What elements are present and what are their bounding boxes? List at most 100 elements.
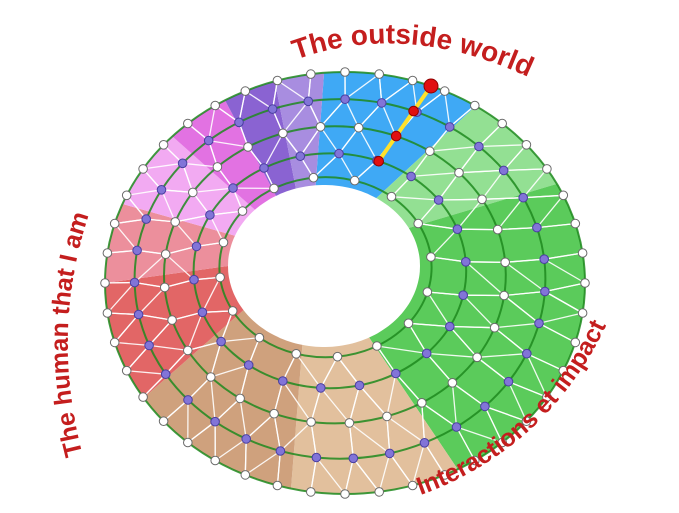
node[interactable] bbox=[382, 411, 392, 422]
node[interactable] bbox=[372, 341, 382, 351]
node[interactable] bbox=[254, 332, 265, 343]
node[interactable] bbox=[407, 480, 418, 491]
node[interactable] bbox=[492, 224, 503, 235]
node[interactable] bbox=[340, 67, 350, 77]
node[interactable] bbox=[121, 365, 132, 376]
node[interactable] bbox=[521, 140, 532, 150]
node[interactable] bbox=[167, 315, 177, 325]
node[interactable] bbox=[417, 398, 427, 408]
sector-tan-dark[interactable] bbox=[143, 310, 303, 489]
node[interactable] bbox=[477, 194, 487, 205]
node[interactable] bbox=[419, 438, 430, 448]
node[interactable] bbox=[452, 224, 463, 234]
node[interactable] bbox=[354, 380, 365, 391]
node[interactable] bbox=[141, 214, 151, 224]
node[interactable] bbox=[183, 345, 193, 356]
node[interactable] bbox=[580, 278, 590, 288]
node[interactable] bbox=[349, 175, 360, 186]
sector-magenta-dark[interactable] bbox=[172, 100, 276, 210]
node[interactable] bbox=[205, 210, 215, 220]
node[interactable] bbox=[413, 218, 424, 229]
node[interactable] bbox=[129, 277, 140, 288]
node[interactable] bbox=[278, 128, 288, 139]
node[interactable] bbox=[210, 100, 220, 111]
node[interactable] bbox=[534, 318, 544, 329]
node[interactable] bbox=[138, 164, 148, 174]
node[interactable] bbox=[499, 290, 509, 301]
node[interactable] bbox=[240, 470, 251, 480]
node[interactable] bbox=[197, 307, 208, 318]
node[interactable] bbox=[542, 164, 552, 174]
node[interactable] bbox=[269, 183, 279, 194]
node[interactable] bbox=[160, 369, 171, 380]
node[interactable] bbox=[102, 308, 113, 318]
node[interactable] bbox=[210, 416, 220, 427]
node[interactable] bbox=[474, 141, 484, 152]
sector-purple-dark[interactable] bbox=[225, 81, 296, 196]
node[interactable] bbox=[334, 148, 344, 159]
node[interactable] bbox=[498, 165, 509, 176]
node[interactable] bbox=[374, 487, 385, 497]
node[interactable] bbox=[570, 218, 581, 229]
node[interactable] bbox=[422, 287, 433, 297]
node[interactable] bbox=[183, 118, 193, 129]
node[interactable] bbox=[558, 365, 569, 376]
node[interactable] bbox=[472, 352, 482, 363]
node[interactable] bbox=[100, 278, 110, 288]
node[interactable] bbox=[391, 368, 401, 379]
node[interactable] bbox=[458, 290, 469, 301]
node[interactable] bbox=[160, 249, 171, 259]
node[interactable] bbox=[109, 218, 120, 229]
node[interactable] bbox=[542, 392, 552, 402]
node[interactable] bbox=[439, 86, 450, 96]
node[interactable] bbox=[384, 448, 395, 459]
selected-node[interactable] bbox=[423, 78, 439, 94]
sector-green-light[interactable] bbox=[376, 106, 557, 228]
node[interactable] bbox=[454, 167, 464, 178]
node[interactable] bbox=[215, 272, 225, 283]
selected-node[interactable] bbox=[373, 155, 385, 167]
node[interactable] bbox=[447, 378, 458, 388]
node[interactable] bbox=[109, 337, 120, 348]
node[interactable] bbox=[433, 195, 444, 205]
node[interactable] bbox=[275, 446, 286, 456]
node[interactable] bbox=[138, 392, 148, 402]
node[interactable] bbox=[269, 408, 279, 419]
node[interactable] bbox=[518, 192, 529, 203]
node[interactable] bbox=[133, 309, 144, 320]
node[interactable] bbox=[306, 417, 316, 427]
node[interactable] bbox=[183, 395, 193, 405]
node[interactable] bbox=[188, 187, 198, 198]
node[interactable] bbox=[272, 75, 283, 86]
node[interactable] bbox=[539, 254, 550, 265]
node[interactable] bbox=[386, 191, 397, 202]
node[interactable] bbox=[227, 306, 238, 316]
node[interactable] bbox=[102, 248, 113, 258]
selected-node[interactable] bbox=[408, 105, 419, 117]
node[interactable] bbox=[403, 318, 414, 329]
node[interactable] bbox=[210, 455, 220, 466]
node[interactable] bbox=[348, 453, 359, 464]
node[interactable] bbox=[340, 489, 350, 499]
node[interactable] bbox=[243, 360, 254, 370]
node[interactable] bbox=[451, 422, 462, 432]
node[interactable] bbox=[241, 434, 251, 444]
sector-magenta-light[interactable] bbox=[122, 136, 255, 236]
node[interactable] bbox=[243, 142, 253, 152]
node[interactable] bbox=[577, 248, 588, 258]
node[interactable] bbox=[158, 140, 169, 150]
node[interactable] bbox=[407, 75, 418, 86]
node[interactable] bbox=[376, 98, 387, 108]
node[interactable] bbox=[306, 487, 316, 497]
node[interactable] bbox=[216, 336, 226, 347]
node[interactable] bbox=[240, 86, 251, 96]
node[interactable] bbox=[218, 237, 229, 248]
node[interactable] bbox=[237, 206, 248, 216]
node[interactable] bbox=[532, 222, 542, 233]
node[interactable] bbox=[444, 122, 455, 132]
node[interactable] bbox=[503, 376, 514, 387]
node[interactable] bbox=[144, 340, 154, 351]
node[interactable] bbox=[521, 416, 532, 427]
node[interactable] bbox=[308, 172, 319, 183]
node[interactable] bbox=[353, 122, 364, 133]
